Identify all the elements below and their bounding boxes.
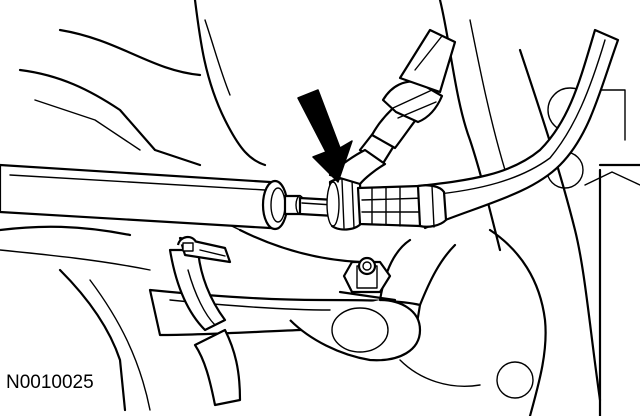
hose-clamp: [168, 235, 232, 332]
ac-line-upper: [328, 28, 457, 186]
callout-arrow-icon: [297, 89, 353, 183]
quick-connect-fitting: [326, 177, 432, 231]
rubber-hose: [0, 163, 289, 231]
ac-hose-right: [416, 28, 620, 230]
metal-tube: [283, 194, 337, 218]
mounting-nut: [338, 256, 397, 302]
figure-id-label: N0010025: [6, 372, 94, 393]
